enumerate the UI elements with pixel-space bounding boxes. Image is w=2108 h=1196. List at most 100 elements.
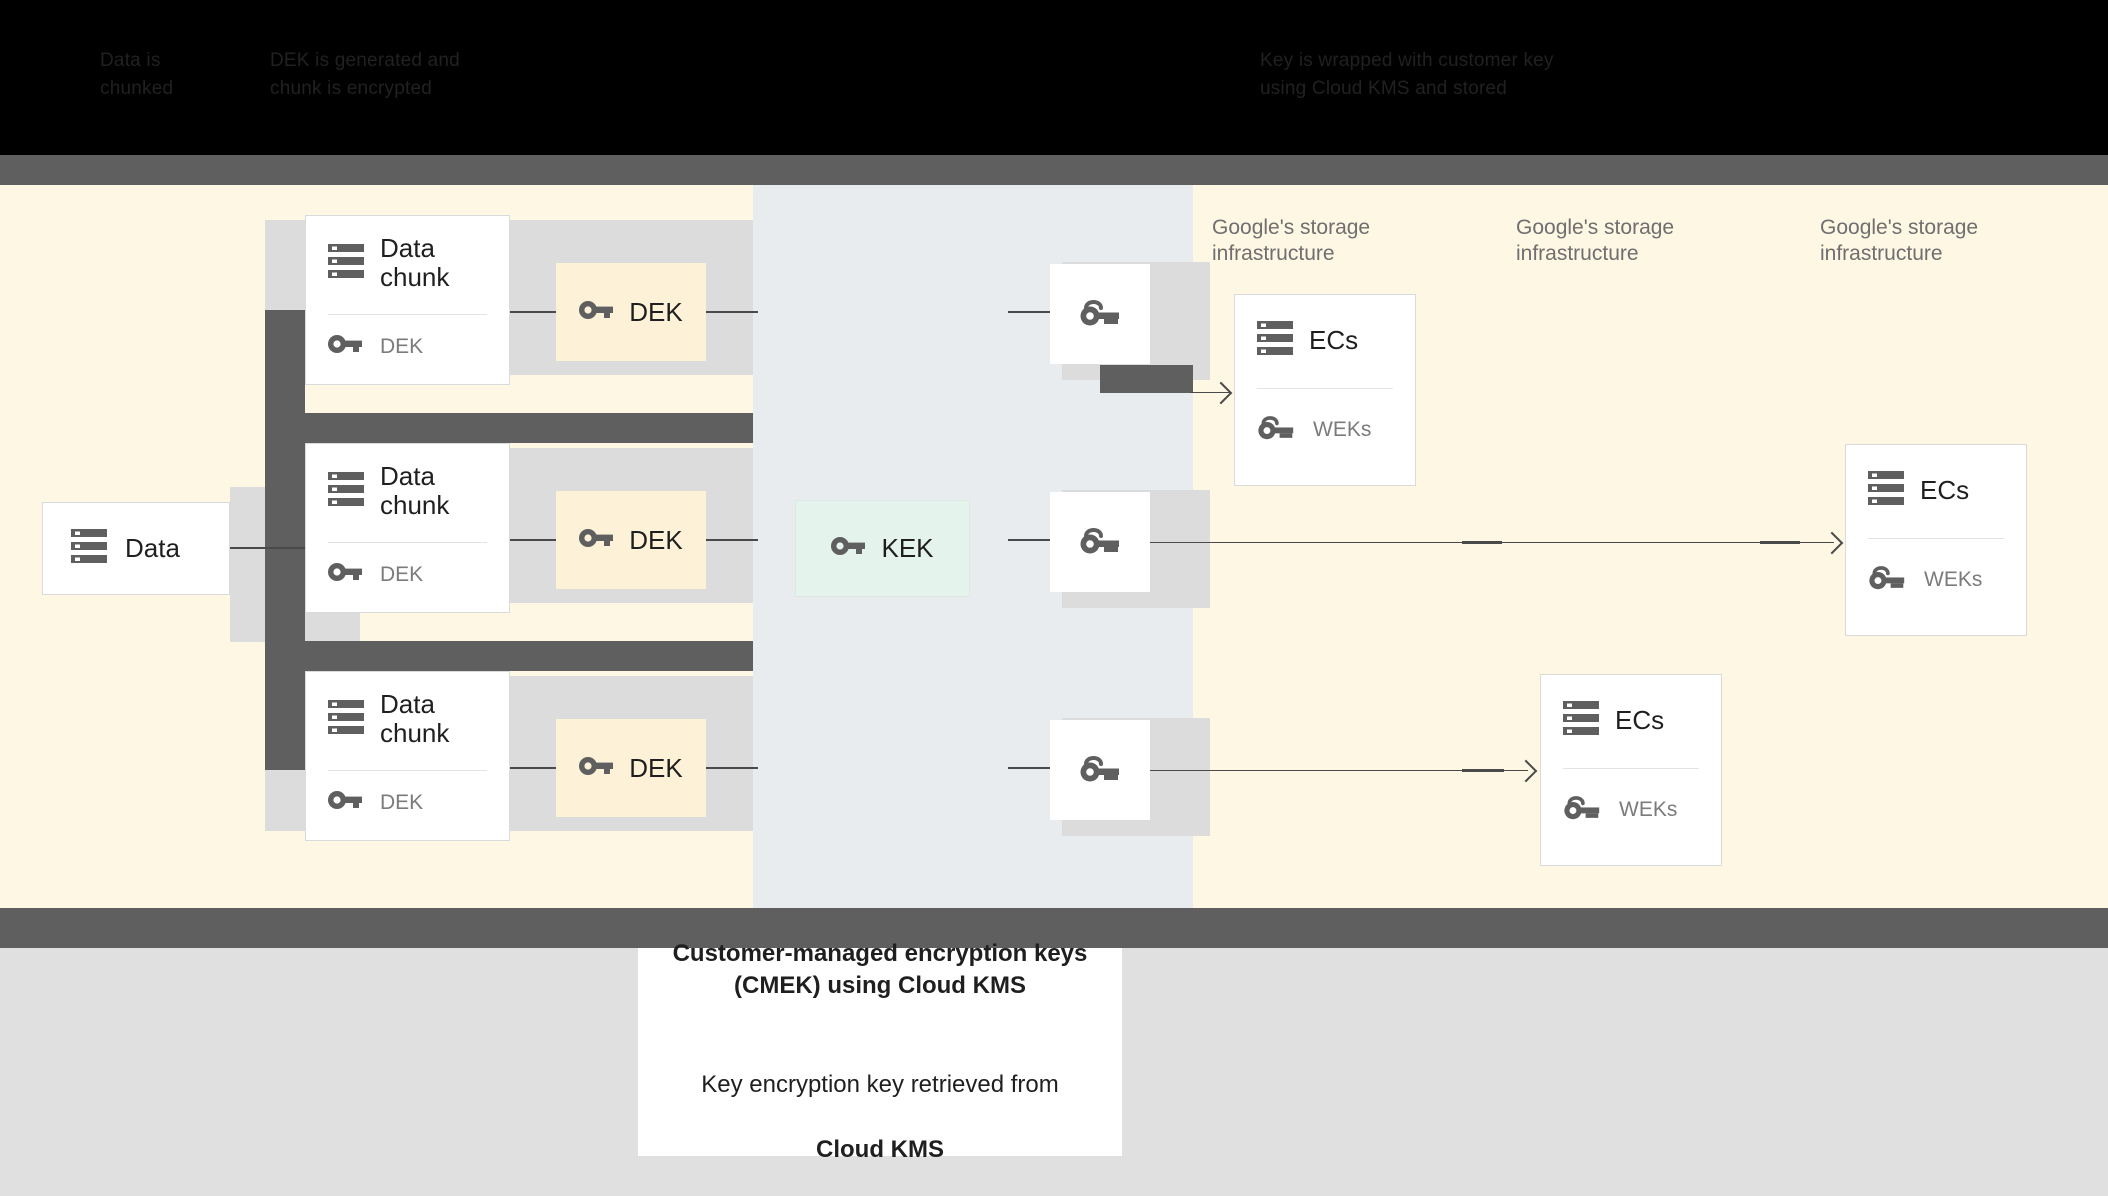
kek-box[interactable]: KEK <box>795 500 970 597</box>
caption-title: Customer-managed encryption keys (CMEK) … <box>672 939 1088 1000</box>
ec-card-key-label: WEKs <box>1313 417 1372 441</box>
header-cell: chunk is encrypted <box>270 78 433 99</box>
key-icon <box>328 789 362 816</box>
dek-label: DEK <box>629 524 683 555</box>
header-text-rows: Data is DEK is generated and Key is wrap… <box>0 50 2108 106</box>
data-source-label: Data <box>125 532 180 563</box>
dek-box[interactable]: DEK <box>556 719 706 817</box>
connector-to-wrapped-key <box>1008 311 1056 313</box>
data-chunk-key-row: DEK <box>306 333 509 360</box>
ec-card[interactable]: ECs WEKs <box>1234 294 1416 486</box>
storage-icon <box>1868 471 1904 510</box>
connector-dek-out <box>702 539 758 541</box>
data-chunk-key-label: DEK <box>380 334 424 358</box>
fanout-trunk <box>265 310 305 770</box>
wrapped-key-icon <box>1079 525 1121 560</box>
ec-card-key-label: WEKs <box>1924 567 1983 591</box>
card-divider <box>328 542 487 544</box>
connector-dek-out <box>702 311 758 313</box>
connector-chunk-to-dek <box>505 539 561 541</box>
ec-card[interactable]: ECs WEKs <box>1540 674 1722 866</box>
connector-to-wrapped-key <box>1008 767 1056 769</box>
wrapped-key-icon <box>1079 297 1121 332</box>
key-icon <box>328 561 362 588</box>
data-chunk-title: Data chunk <box>380 689 450 749</box>
header-row: chunked chunk is encrypted using Cloud K… <box>0 78 2108 106</box>
storage-icon <box>328 471 364 511</box>
data-chunk-title: Data chunk <box>380 461 450 521</box>
wrapped-key-box[interactable] <box>1050 720 1150 820</box>
data-chunk-title: Data chunk <box>380 233 450 293</box>
wrapped-key-icon <box>1079 753 1121 788</box>
caption-box: Customer-managed encryption keys (CMEK) … <box>638 940 1122 1163</box>
key-icon <box>579 755 614 782</box>
caption-subtitle-prefix: Key encryption key retrieved from <box>701 1071 1059 1098</box>
storage-icon <box>1563 701 1599 740</box>
dek-box[interactable]: DEK <box>556 263 706 361</box>
header-cell: Key is wrapped with customer key <box>1260 50 1554 71</box>
key-icon <box>579 527 614 554</box>
caption-subtitle: Key encryption key retrieved from Cloud … <box>701 1037 1058 1167</box>
fanout-arm <box>265 413 753 443</box>
wrapped-key-box[interactable] <box>1050 492 1150 592</box>
card-divider <box>328 314 487 316</box>
data-chunk-card[interactable]: Data chunk DEK <box>305 215 510 385</box>
data-chunk-header: Data chunk <box>306 233 509 293</box>
connector-thickening <box>1760 541 1800 544</box>
data-chunk-key-row: DEK <box>306 789 509 816</box>
dek-label: DEK <box>629 752 683 783</box>
card-divider <box>1257 388 1393 389</box>
fanout-arm <box>265 641 753 671</box>
ec-card[interactable]: ECs WEKs <box>1845 444 2027 636</box>
ec-card-key-label: WEKs <box>1619 797 1678 821</box>
storage-icon <box>71 529 107 568</box>
dek-label: DEK <box>629 296 683 327</box>
ec-card-header: ECs <box>1541 701 1721 740</box>
ec-card-title: ECs <box>1615 704 1665 735</box>
data-chunk-key-row: DEK <box>306 561 509 588</box>
data-chunk-header: Data chunk <box>306 689 509 749</box>
ec-card-key-row: WEKs <box>1846 563 2026 596</box>
connector-kek-to-wrapped-key <box>1008 539 1056 541</box>
connector-to-ec-card <box>1190 392 1230 393</box>
wrapped-key-icon <box>1868 563 1906 596</box>
storage-icon <box>328 699 364 739</box>
obscured-header-band: Data is DEK is generated and Key is wrap… <box>0 0 2108 155</box>
wrapped-key-icon <box>1563 793 1601 826</box>
ec-card-header: ECs <box>1846 471 2026 510</box>
header-cell: Data is <box>100 50 161 71</box>
storage-infrastructure-label: Google's storage infrastructure <box>1516 216 1675 266</box>
storage-connector-stub <box>1100 365 1193 393</box>
header-row: Data is DEK is generated and Key is wrap… <box>0 50 2108 78</box>
data-chunk-card[interactable]: Data chunk DEK <box>305 671 510 841</box>
connector-thickening <box>1462 769 1504 772</box>
dek-box[interactable]: DEK <box>556 491 706 589</box>
header-cell: chunked <box>100 78 174 99</box>
kek-label: KEK <box>881 533 934 563</box>
key-icon <box>831 535 866 562</box>
data-chunk-card[interactable]: Data chunk DEK <box>305 443 510 613</box>
storage-icon <box>1257 321 1293 360</box>
connector-dek-out <box>702 767 758 769</box>
top-separator-band <box>0 155 2108 185</box>
card-divider <box>328 770 487 772</box>
card-divider <box>1868 538 2004 539</box>
wrapped-key-icon <box>1257 413 1295 446</box>
data-chunk-key-label: DEK <box>380 562 424 586</box>
key-icon <box>328 333 362 360</box>
key-icon <box>579 299 614 326</box>
ec-card-title: ECs <box>1309 324 1359 355</box>
ec-card-key-row: WEKs <box>1235 413 1415 446</box>
bottom-separator-band <box>0 908 2108 948</box>
wrapped-key-box[interactable] <box>1050 264 1150 364</box>
caption-subtitle-bold: Cloud KMS <box>816 1135 944 1163</box>
storage-infrastructure-label: Google's storage infrastructure <box>1820 216 1979 266</box>
data-chunk-header: Data chunk <box>306 461 509 521</box>
card-divider <box>1563 768 1699 769</box>
data-chunk-key-label: DEK <box>380 790 424 814</box>
data-source-card[interactable]: Data <box>42 502 230 595</box>
header-cell: DEK is generated and <box>270 50 460 71</box>
connector-thickening <box>1462 541 1502 544</box>
storage-infrastructure-label: Google's storage infrastructure <box>1212 216 1371 266</box>
